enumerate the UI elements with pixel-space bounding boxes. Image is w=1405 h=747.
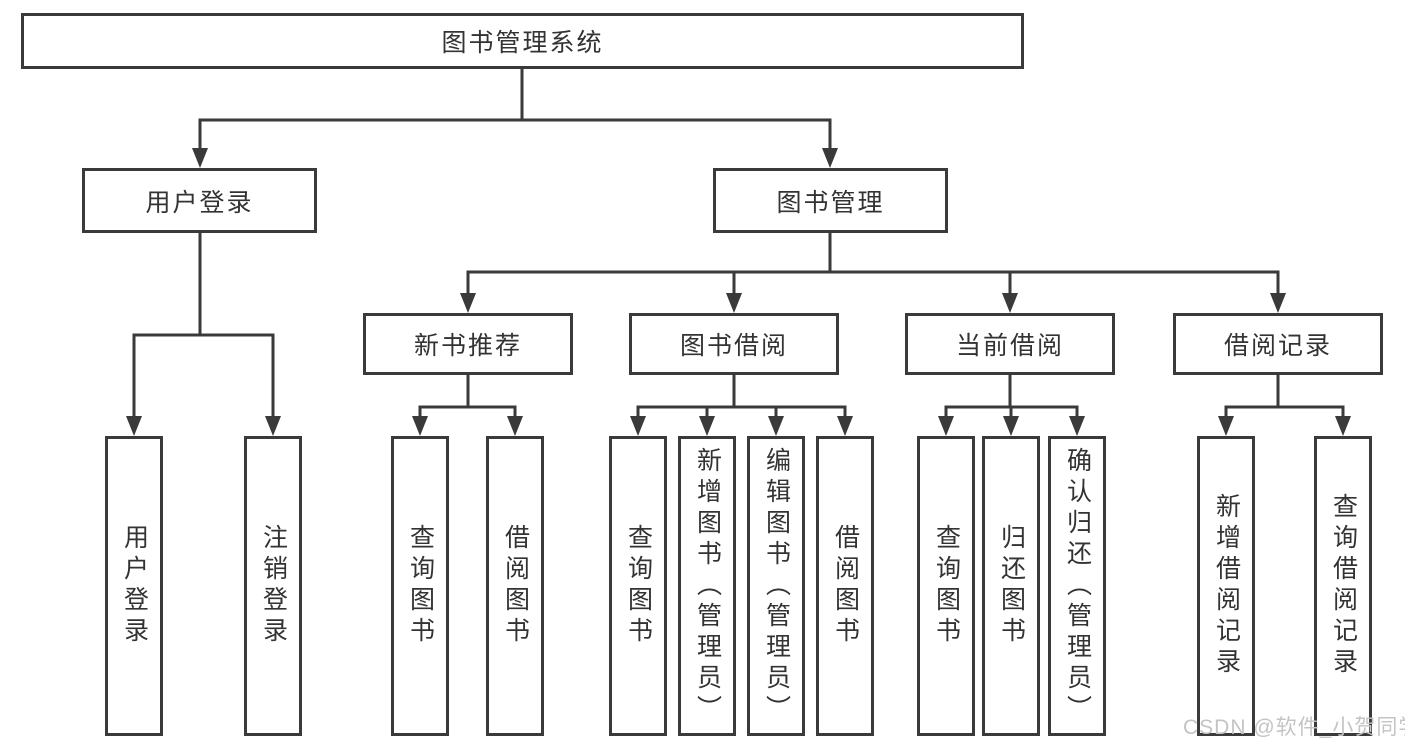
leaf-query-borrow-record-label: 查询借阅记录 [1329,493,1358,679]
leaf-add-borrow-record-label: 新增借阅记录 [1212,493,1241,679]
leaf-edit-book-admin-label: 编辑图书（管理员） [762,446,791,726]
arrowhead-book-mgmt [822,148,838,168]
leaf-query-books-current-label: 查询图书 [932,524,961,648]
leaf-logout: 注销登录 [244,436,302,736]
leaf-query-books-borrowing-label: 查询图书 [624,524,653,648]
leaf-add-borrow-record: 新增借阅记录 [1197,436,1255,736]
node-user-login: 用户登录 [82,168,317,233]
node-new-book-recommend: 新书推荐 [363,313,573,375]
leaf-edit-book-admin: 编辑图书（管理员） [747,436,805,736]
leaf-query-books-current: 查询图书 [917,436,975,736]
node-book-management: 图书管理 [713,168,948,233]
node-current-borrowing: 当前借阅 [905,313,1115,375]
leaf-borrow-books-recommend: 借阅图书 [486,436,544,736]
leaf-user-login-label: 用户登录 [120,524,149,648]
node-borrowing-records: 借阅记录 [1173,313,1383,375]
leaf-borrow-books-borrowing: 借阅图书 [816,436,874,736]
leaf-user-login: 用户登录 [105,436,163,736]
leaf-return-books-label: 归还图书 [997,524,1026,648]
leaf-query-books-recommend: 查询图书 [391,436,449,736]
leaf-borrow-books-recommend-label: 借阅图书 [501,524,530,648]
leaf-confirm-return-admin: 确认归还（管理员） [1048,436,1106,736]
leaf-query-books-recommend-label: 查询图书 [406,524,435,648]
arrowhead-user-login [192,148,208,168]
leaf-query-borrow-record: 查询借阅记录 [1314,436,1372,736]
csdn-watermark: CSDN @软件_小贺同学 [1183,716,1405,739]
node-library-management-system: 图书管理系统 [21,13,1024,69]
leaf-logout-label: 注销登录 [259,524,288,648]
leaf-confirm-return-admin-label: 确认归还（管理员） [1063,446,1092,726]
leaf-query-books-borrowing: 查询图书 [609,436,667,736]
leaf-add-book-admin: 新增图书（管理员） [678,436,736,736]
node-book-borrowing: 图书借阅 [629,313,839,375]
leaf-add-book-admin-label: 新增图书（管理员） [693,446,722,726]
leaf-return-books: 归还图书 [982,436,1040,736]
leaf-borrow-books-borrowing-label: 借阅图书 [831,524,860,648]
